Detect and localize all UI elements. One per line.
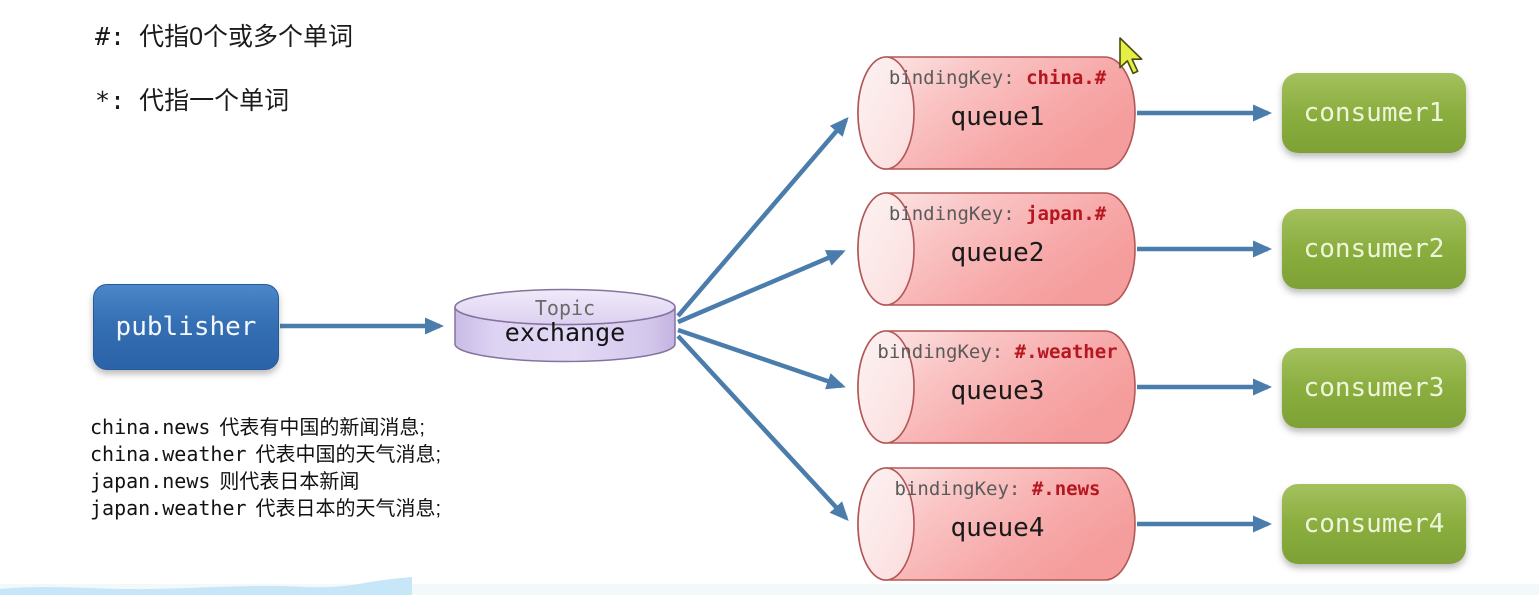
queue3-name: queue3	[950, 376, 1045, 406]
consumer3-label: consumer3	[1303, 373, 1445, 403]
arrow-exchange-to-queue1	[676, 116, 849, 318]
binding-key-label: bindingKey:	[888, 67, 1015, 89]
wave-decoration	[0, 577, 412, 595]
queue2-binding: bindingKey: japan.#	[858, 203, 1137, 225]
consumer2-label: consumer2	[1303, 234, 1445, 264]
consumer1-label: consumer1	[1303, 98, 1445, 128]
note-line: china.news 代表有中国的新闻消息;	[90, 414, 441, 441]
note-line: japan.news 则代表日本新闻	[90, 468, 441, 495]
binding-key-value: japan.#	[1026, 203, 1107, 225]
queue4-binding: bindingKey: #.news	[858, 478, 1137, 500]
note-key: japan.weather	[90, 496, 247, 520]
star-rule-text: 代指一个单词	[139, 87, 290, 115]
note-line: china.weather 代表中国的天气消息;	[90, 441, 441, 468]
queue1-node: bindingKey: china.# queue1	[858, 57, 1137, 169]
note-key: china.news	[90, 415, 211, 439]
queue3-binding: bindingKey: #.weather	[858, 341, 1137, 363]
note-desc: 代表中国的天气消息;	[255, 444, 442, 466]
note-desc: 代表日本的天气消息;	[255, 498, 442, 520]
legend-rule-hash: #: 代指0个或多个单词	[95, 17, 353, 53]
binding-key-value: #.weather	[1014, 341, 1118, 363]
binding-key-value: china.#	[1026, 67, 1107, 89]
bottom-tint-band	[0, 584, 1539, 595]
consumer4-label: consumer4	[1303, 509, 1445, 539]
mouse-cursor	[1119, 37, 1143, 75]
note-desc: 代表有中国的新闻消息;	[219, 417, 425, 439]
consumer4-node: consumer4	[1282, 484, 1466, 564]
exchange-label: exchange	[504, 318, 626, 347]
binding-key-label: bindingKey:	[888, 203, 1015, 225]
publisher-node: publisher	[93, 284, 279, 370]
note-key: japan.news	[90, 469, 211, 493]
queue3-node: bindingKey: #.weather queue3	[858, 331, 1137, 443]
queue4-name: queue4	[950, 513, 1045, 543]
exchange-type-label: Topic	[534, 296, 596, 320]
consumer3-node: consumer3	[1282, 348, 1466, 428]
queue1-name: queue1	[950, 102, 1045, 132]
consumer1-node: consumer1	[1282, 73, 1466, 153]
queue4-node: bindingKey: #.news queue4	[858, 468, 1137, 580]
hash-rule-text: 代指0个或多个单词	[139, 23, 354, 51]
exchange-cylinder	[454, 288, 676, 363]
binding-key-label: bindingKey:	[877, 341, 1004, 363]
routing-key-notes: china.news 代表有中国的新闻消息; china.weather 代表中国的…	[90, 414, 441, 522]
note-key: china.weather	[90, 442, 247, 466]
queue2-node: bindingKey: japan.# queue2	[858, 193, 1137, 305]
queue2-name: queue2	[950, 238, 1045, 268]
star-symbol: *:	[95, 86, 126, 115]
arrow-exchange-to-queue4	[676, 334, 849, 521]
arrow-exchange-to-queue2	[677, 249, 846, 325]
binding-key-value: #.news	[1031, 478, 1101, 500]
consumer2-node: consumer2	[1282, 209, 1466, 289]
publisher-label: publisher	[115, 312, 257, 342]
note-desc: 则代表日本新闻	[219, 471, 360, 493]
queue1-binding: bindingKey: china.#	[858, 67, 1137, 89]
hash-symbol: #:	[95, 22, 126, 51]
note-line: japan.weather 代表日本的天气消息;	[90, 495, 441, 522]
arrow-exchange-to-queue3	[677, 327, 846, 390]
binding-key-label: bindingKey:	[894, 478, 1021, 500]
legend-rule-star: *: 代指一个单词	[95, 81, 289, 117]
